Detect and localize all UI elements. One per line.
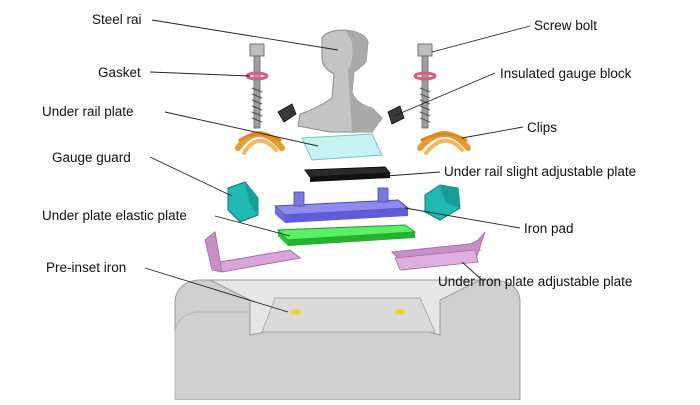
label-under-iron-plate-adjustable-plate: Under iron plate adjustable plate bbox=[438, 274, 633, 289]
label-iron-pad: Iron pad bbox=[524, 221, 574, 236]
label-gasket: Gasket bbox=[98, 65, 141, 80]
screw-bolt-left bbox=[249, 43, 265, 129]
label-under-rail-plate: Under rail plate bbox=[42, 104, 134, 119]
concrete-sleeper bbox=[174, 279, 521, 401]
gauge-guard-right bbox=[424, 184, 461, 221]
leader-lines bbox=[144, 19, 531, 313]
label-pre-inset-iron: Pre-inset iron bbox=[46, 260, 127, 275]
label-clips: Clips bbox=[527, 120, 558, 135]
clip-right bbox=[417, 131, 471, 155]
label-gauge-guard: Gauge guard bbox=[52, 150, 131, 165]
gauge-guard-left bbox=[227, 181, 259, 223]
clip-left bbox=[235, 131, 285, 155]
label-insulated-gauge-block: Insulated gauge block bbox=[500, 66, 632, 81]
screw-bolt-right bbox=[417, 43, 433, 129]
steel-rail bbox=[297, 29, 383, 133]
label-under-rail-slight-adjustable-plate: Under rail slight adjustable plate bbox=[444, 164, 637, 179]
slight-adjustable-plate bbox=[304, 166, 392, 182]
label-screw-bolt: Screw bolt bbox=[534, 18, 598, 33]
gasket-right bbox=[413, 71, 437, 81]
elastic-plate bbox=[276, 224, 417, 246]
adjustable-plate-left bbox=[204, 231, 302, 273]
label-steel-rail: Steel rai bbox=[92, 12, 142, 27]
insulated-gauge-block-left bbox=[277, 103, 297, 123]
under-rail-plate bbox=[301, 133, 383, 161]
adjustable-plate-right bbox=[390, 231, 486, 271]
label-under-plate-elastic-plate: Under plate elastic plate bbox=[42, 208, 187, 223]
iron-pad bbox=[273, 187, 410, 223]
